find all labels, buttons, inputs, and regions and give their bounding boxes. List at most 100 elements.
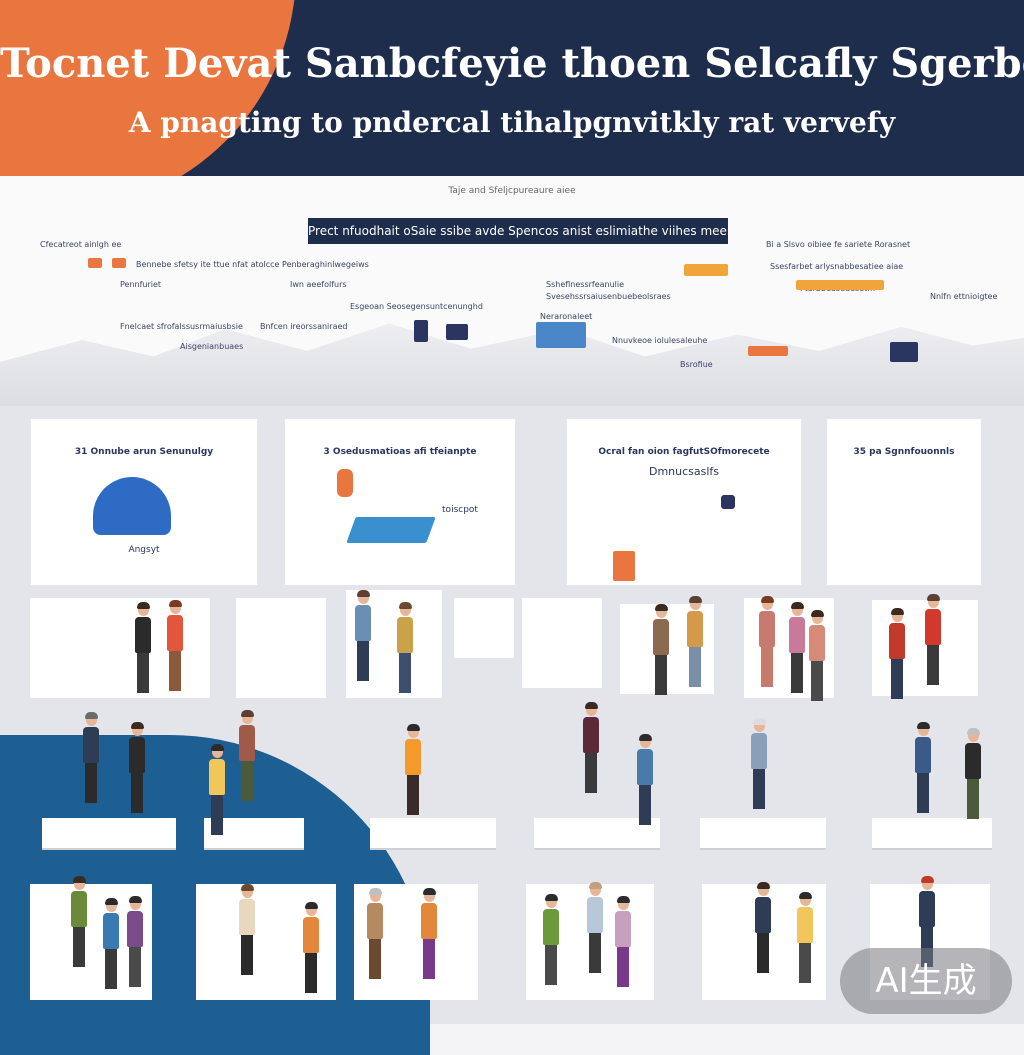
person-body [637,749,653,785]
note: Bnfcen ireorssaniraed [260,322,348,331]
person-body [543,909,559,945]
person-legs [169,651,181,691]
person-body [919,891,935,927]
person-head [106,900,117,912]
person-legs [655,655,667,695]
blue-block [536,322,586,348]
pedestal [42,818,176,848]
person-figure [612,896,634,988]
person-body [755,897,771,933]
person-figure [126,722,148,814]
person-head [754,720,765,732]
person-figure [634,734,656,826]
person-head [968,730,979,742]
person-figure [352,590,374,682]
person-hair [891,608,904,615]
person-body [239,725,255,761]
person-head [762,598,773,610]
person-hair [369,888,382,895]
note: Aisgenianbuaes [180,342,244,351]
person-body [789,617,805,653]
info-card: 35 pa Sgnnfouonnls [826,418,982,586]
orange-block [684,264,728,276]
stand-icon [613,551,635,581]
person-legs [129,947,141,987]
pedestal [700,818,826,848]
person-head [212,746,223,758]
person-hair [357,590,370,597]
person-head [546,896,557,908]
note: Bi a Slsvo oibiee fe sariete Rorasnet [766,240,911,249]
person-hair [241,884,254,891]
person-figure [584,882,606,974]
person-body [797,907,813,943]
note: Iwn aeefolfurs [290,280,347,289]
person-body [583,717,599,753]
person-head [242,712,253,724]
note: Esgeoan Seosegensuntcenunghd [350,302,483,311]
person-legs [545,945,557,985]
person-hair [73,876,86,883]
card-subtitle: toiscpot [442,505,478,515]
person-figure [236,884,258,976]
person-legs [761,647,773,687]
note: Pennfuriet [120,280,162,289]
note: Bennebe sfetsy ite ttue nfat atolcce Pen… [136,260,369,269]
person-head [242,886,253,898]
person-hair [589,882,602,889]
pedestal [370,818,496,848]
info-card: 31 Onnube arun Senunulgy Angsyt [30,418,258,586]
orange-block [88,258,102,268]
person-legs [131,773,143,813]
person-hair [689,596,702,603]
person-hair [757,882,770,889]
person-body [925,609,941,645]
person-body [759,611,775,647]
person-body [687,611,703,647]
person-figure [124,896,146,988]
person-body [135,617,151,653]
person-hair [423,888,436,895]
person-body [889,623,905,659]
person-head [370,890,381,902]
person-head [590,884,601,896]
note: Cfecatreot ainlgh ee [40,240,122,249]
person-legs [617,947,629,987]
info-card: Ocral fan oion fagfutSOfmorecete Dmnucsa… [566,418,802,586]
person-head [892,610,903,622]
person-head [800,894,811,906]
person-figure [684,596,706,688]
card-title: 3 Osedusmatioas afi tfeianpte [323,447,477,457]
person-legs [585,753,597,793]
person-legs [917,773,929,813]
person-hair [131,722,144,729]
person-hair [407,724,420,731]
person-hair [655,604,668,611]
person-head [812,612,823,624]
person-head [656,606,667,618]
person-head [690,598,701,610]
card-subtitle: Angsyt [128,545,160,555]
person-figure [962,728,984,820]
person-figure [922,594,944,686]
person-body [751,733,767,769]
person-legs [305,953,317,993]
person-legs [799,943,811,983]
navy-block [890,342,918,362]
person-hair [211,744,224,751]
person-figure [418,888,440,980]
person-body [167,615,183,651]
note: Neraronaleet [540,312,593,321]
person-legs [241,935,253,975]
person-head [792,604,803,616]
person-hair [639,734,652,741]
person-body [239,899,255,935]
person-figure [164,600,186,692]
person-hair [129,896,142,903]
person-head [358,592,369,604]
person-legs [105,949,117,989]
person-hair [399,602,412,609]
person-legs [689,647,701,687]
person-figure [806,610,828,702]
person-figure [912,722,934,814]
